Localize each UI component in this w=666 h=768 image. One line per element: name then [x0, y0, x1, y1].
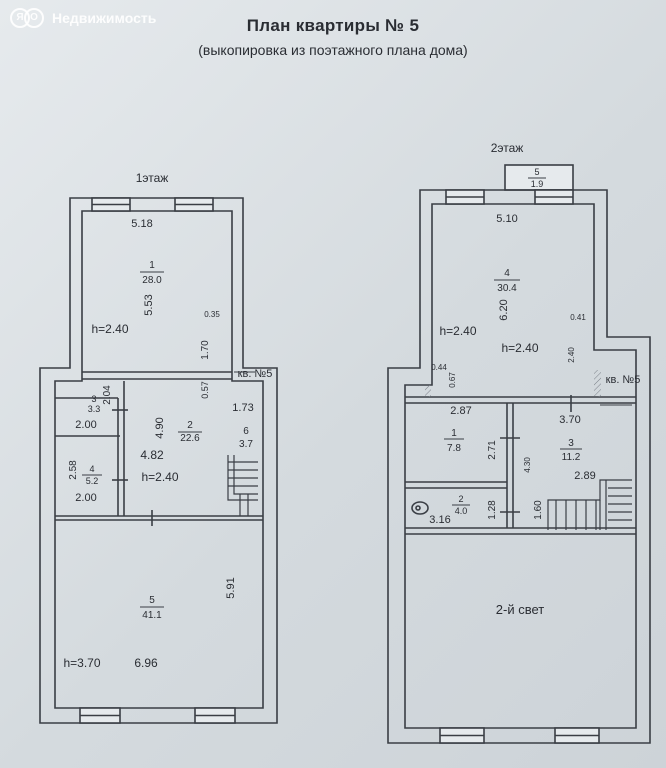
- floor2-room1-area: 7.8: [447, 443, 461, 454]
- svg-text:3.16: 3.16: [429, 514, 450, 526]
- floor2-room3-area: 11.2: [562, 452, 581, 463]
- floor2-room1-num: 1: [451, 428, 457, 439]
- floor2-room4-num: 4: [504, 268, 510, 279]
- floor2-inner-wall: [404, 203, 637, 729]
- svg-text:5.53: 5.53: [143, 294, 155, 315]
- svg-text:h=3.70: h=3.70: [63, 656, 100, 670]
- floor2-staircase: [547, 479, 632, 530]
- floor2-toilet-icon: [411, 501, 429, 515]
- floor1-room5-num: 5: [149, 595, 155, 606]
- svg-text:h=2.40: h=2.40: [141, 470, 178, 484]
- floor1-label: 1этаж: [136, 171, 169, 185]
- svg-text:4.82: 4.82: [140, 448, 164, 462]
- svg-text:1.73: 1.73: [232, 402, 253, 414]
- svg-text:6: 6: [243, 426, 249, 437]
- watermark-text: Недвижимость: [52, 10, 157, 26]
- svg-text:h=2.40: h=2.40: [501, 341, 538, 355]
- svg-text:6.96: 6.96: [134, 656, 158, 670]
- svg-text:5: 5: [534, 167, 539, 177]
- floor2-room3-num: 3: [568, 438, 574, 449]
- svg-text:3.3: 3.3: [88, 404, 101, 414]
- svg-text:1.60: 1.60: [533, 500, 544, 520]
- floor1-inner-wall: [54, 210, 264, 709]
- floor1-staircase: [227, 455, 258, 516]
- svg-text:0.41: 0.41: [570, 313, 586, 322]
- watermark: Я О Недвижимость: [10, 8, 156, 28]
- floor1-room2-area: 22.6: [180, 433, 200, 444]
- svg-text:2.89: 2.89: [574, 470, 595, 482]
- svg-text:1.28: 1.28: [487, 500, 498, 520]
- svg-text:1.70: 1.70: [200, 340, 211, 360]
- floor1-apt-label: кв. №5: [238, 368, 273, 380]
- svg-text:2.58: 2.58: [68, 460, 79, 480]
- svg-text:2.71: 2.71: [487, 440, 498, 460]
- svg-text:2.00: 2.00: [75, 492, 96, 504]
- floor2-second-light: 2-й свет: [496, 602, 544, 617]
- svg-text:2.04: 2.04: [102, 385, 113, 405]
- svg-text:5.10: 5.10: [496, 213, 517, 225]
- floor1-room1-area: 28.0: [142, 275, 162, 286]
- floor1-room2-num: 2: [187, 420, 193, 431]
- svg-text:h=2.40: h=2.40: [91, 322, 128, 336]
- svg-text:2.40: 2.40: [567, 347, 576, 363]
- svg-text:0.67: 0.67: [448, 372, 457, 388]
- svg-text:6.20: 6.20: [498, 299, 510, 320]
- floor1-labels: 1этаж 5.18 1 28.0 5.53 0.35 h=2.40 1.70 …: [63, 171, 272, 670]
- svg-text:5.18: 5.18: [131, 218, 152, 230]
- svg-text:4: 4: [89, 464, 94, 474]
- svg-text:h=2.40: h=2.40: [439, 324, 476, 338]
- floor2-room4-area: 30.4: [497, 283, 517, 294]
- svg-text:2.87: 2.87: [450, 405, 471, 417]
- plan-title: План квартиры № 5: [246, 16, 420, 35]
- floor2-apt-label: кв. №5: [606, 374, 641, 386]
- plan-subtitle: (выкопировка из поэтажного плана дома): [198, 42, 468, 58]
- svg-text:5.91: 5.91: [225, 577, 237, 598]
- svg-text:4.90: 4.90: [154, 417, 166, 438]
- svg-text:2.00: 2.00: [75, 419, 96, 431]
- floor2-plan: [387, 164, 651, 744]
- svg-text:0.35: 0.35: [204, 310, 220, 319]
- svg-text:3: 3: [91, 394, 96, 404]
- watermark-logo-icon: Я О: [10, 8, 46, 28]
- svg-text:3.7: 3.7: [239, 439, 253, 450]
- svg-text:0.57: 0.57: [200, 381, 210, 399]
- floor1-room1-num: 1: [149, 260, 155, 271]
- svg-text:1.9: 1.9: [531, 179, 544, 189]
- floor1-plan: [39, 197, 278, 724]
- floor1-room5-area: 41.1: [142, 610, 162, 621]
- floor2-labels: 2этаж 5 1.9 5.10 4 30.4 6.20 0.41 h=2.40…: [429, 141, 640, 617]
- svg-text:0.44: 0.44: [431, 363, 447, 372]
- svg-text:3.70: 3.70: [559, 414, 580, 426]
- floor1-outer-wall: [39, 197, 278, 724]
- floor2-label: 2этаж: [491, 141, 524, 155]
- floor2-outer-wall: [387, 189, 651, 744]
- svg-text:4.30: 4.30: [523, 457, 532, 473]
- svg-text:4.0: 4.0: [455, 506, 468, 516]
- svg-text:2: 2: [458, 494, 463, 504]
- svg-text:5.2: 5.2: [86, 476, 99, 486]
